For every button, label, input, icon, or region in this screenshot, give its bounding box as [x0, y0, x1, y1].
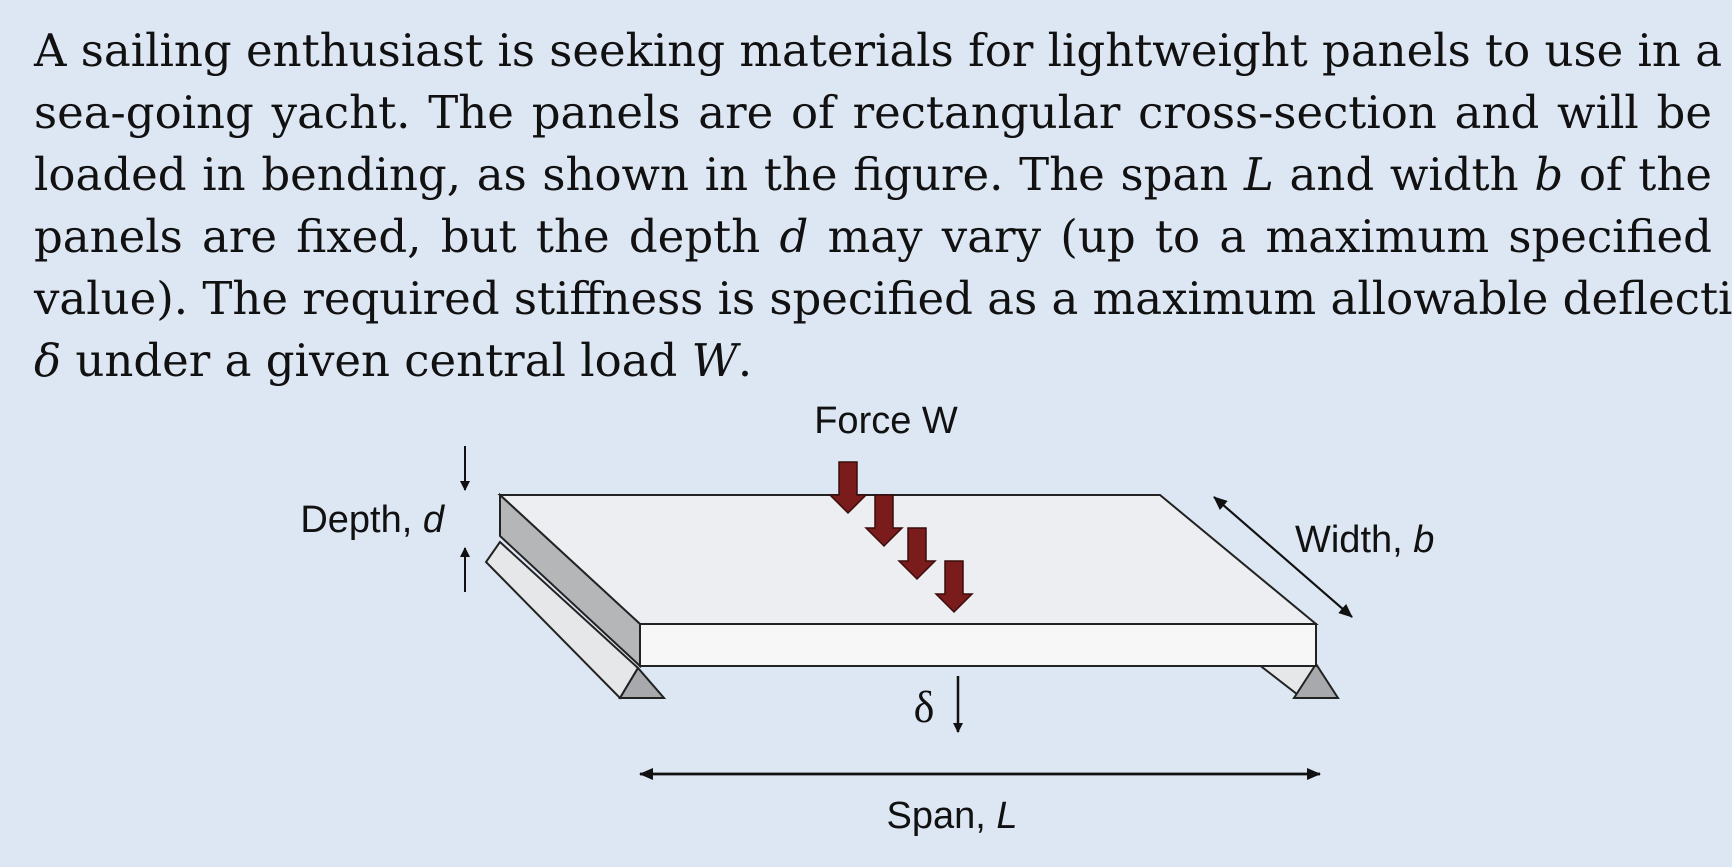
- text-line-5: value). The required stiffness is specif…: [34, 272, 1732, 325]
- width-arrow-icon: [1213, 496, 1353, 618]
- force-label: Force W: [814, 400, 958, 442]
- text-segment: and width: [1273, 148, 1535, 201]
- deflection-label: δ: [914, 683, 935, 732]
- span-label: Span, L: [886, 795, 1017, 837]
- left-support-end: [618, 666, 667, 699]
- text-line-2: sea-going yacht. The panels are of recta…: [34, 86, 1712, 139]
- text-line-3: loaded in bending, as shown in the figur…: [34, 144, 1712, 206]
- text-line-6: δ under a given central load W.: [34, 330, 1712, 392]
- text-segment: under a given central load: [61, 334, 692, 387]
- right-support: [1255, 662, 1340, 699]
- var-delta: δ: [34, 334, 62, 387]
- force-arrow-icon: [897, 527, 937, 581]
- depth-var: d: [423, 499, 446, 541]
- width-label-text: Width,: [1295, 519, 1413, 561]
- force-arrow-icon: [828, 461, 868, 515]
- left-support: [484, 540, 667, 700]
- force-arrows: [828, 461, 974, 614]
- force-arrow-icon: [934, 560, 974, 614]
- panel-front-face: [639, 623, 1317, 667]
- problem-statement: A sailing enthusiast is seeking material…: [34, 20, 1732, 392]
- width-label: Width, b: [1295, 519, 1434, 561]
- text-segment: panels are fixed, but the depth: [34, 210, 780, 263]
- force-arrow-icon: [864, 494, 904, 548]
- text-line-1: A sailing enthusiast is seeking material…: [34, 24, 1723, 77]
- text-segment: .: [737, 334, 753, 387]
- depth-label: Depth, d: [300, 499, 446, 541]
- var-d: d: [779, 210, 809, 263]
- text-segment: loaded in bending, as shown in the figur…: [34, 148, 1244, 201]
- span-var: L: [996, 795, 1017, 837]
- span-label-text: Span,: [886, 795, 996, 837]
- var-W: W: [691, 334, 738, 387]
- panel: [497, 492, 1319, 669]
- right-support-end: [1292, 662, 1340, 699]
- depth-label-text: Depth,: [300, 499, 423, 541]
- var-b: b: [1534, 148, 1564, 201]
- text-line-4: panels are fixed, but the depth d may va…: [34, 206, 1712, 268]
- text-segment: may vary (up to a maximum specified: [808, 210, 1712, 263]
- width-var: b: [1413, 519, 1434, 561]
- var-L: L: [1243, 148, 1274, 201]
- text-segment: of the: [1563, 148, 1712, 201]
